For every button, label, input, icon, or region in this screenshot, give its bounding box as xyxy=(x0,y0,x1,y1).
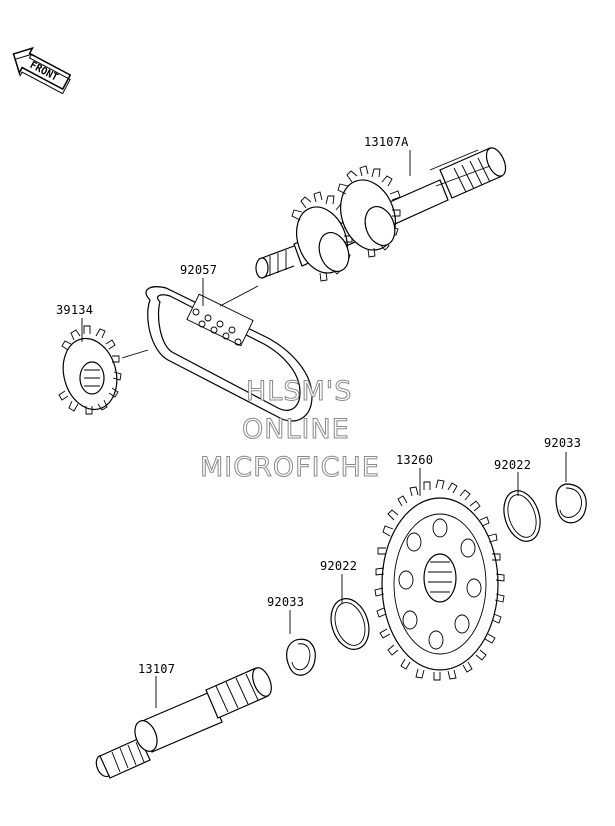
watermark-line-1: HLSM'S xyxy=(246,376,352,407)
lower-shaft-13107 xyxy=(95,667,272,779)
part-label-39134: 39134 xyxy=(56,303,93,317)
upper-shaft-gear-2 xyxy=(337,165,401,258)
front-arrow-icon: FRONT xyxy=(12,46,72,95)
circlip-92033-left xyxy=(286,638,316,676)
drive-chain-92057 xyxy=(145,286,313,422)
part-label-13107a: 13107A xyxy=(364,135,409,149)
circlip-92033-right xyxy=(555,483,587,524)
part-label-13107: 13107 xyxy=(138,662,175,676)
part-label-92057: 92057 xyxy=(180,263,217,277)
driven-gear-13260 xyxy=(374,479,505,681)
watermark-line-2: ONLINE xyxy=(242,414,350,445)
sprocket-39134 xyxy=(58,325,122,415)
watermark: HLSM'S ONLINE MICROFICHE xyxy=(200,376,380,484)
ring-92022-right xyxy=(503,490,541,542)
leader-lines xyxy=(81,150,567,708)
part-label-92033-left: 92033 xyxy=(267,595,304,609)
upper-shaft-gear-1 xyxy=(291,191,353,282)
part-label-92022-left: 92022 xyxy=(320,559,357,573)
part-label-13260: 13260 xyxy=(396,453,433,467)
part-label-92033-right: 92033 xyxy=(544,436,581,450)
watermark-line-3: MICROFICHE xyxy=(200,452,380,483)
part-label-92022-right: 92022 xyxy=(494,458,531,472)
ring-92022-left xyxy=(330,598,370,650)
